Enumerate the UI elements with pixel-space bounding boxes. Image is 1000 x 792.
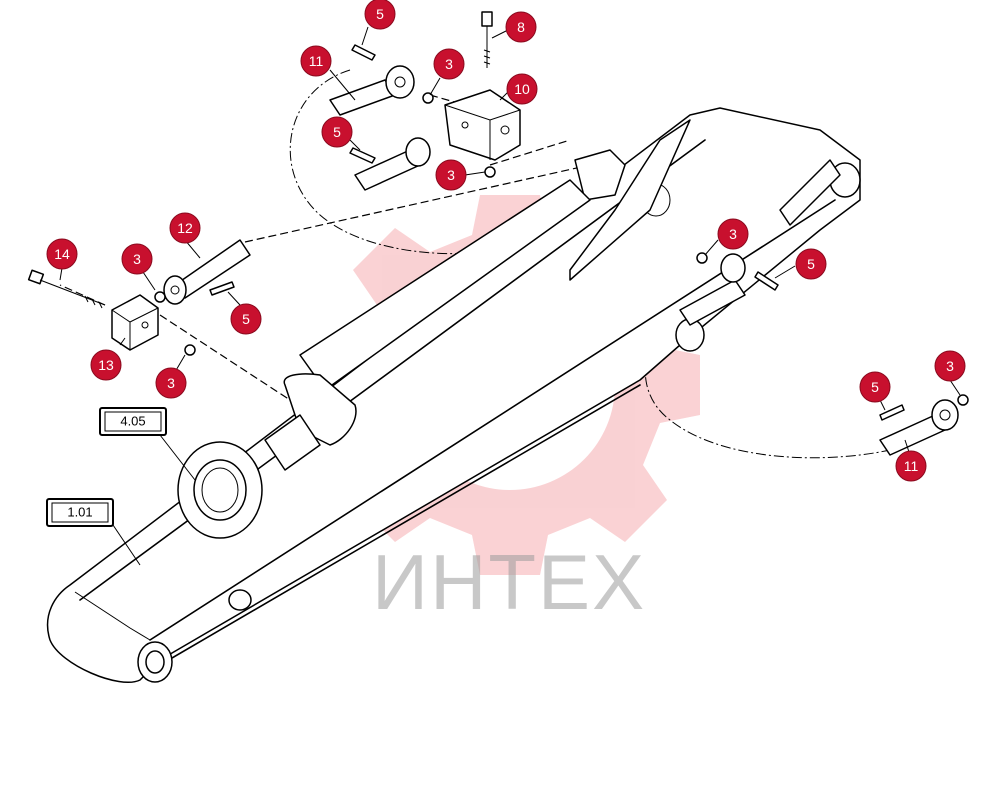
callout-badge[interactable]: 5: [364, 0, 396, 30]
callout-leaders: [59, 26, 961, 456]
orbit-line-right: [644, 304, 891, 459]
callout-label: 3: [133, 251, 141, 267]
callout-label: 8: [517, 19, 525, 35]
callout-badge[interactable]: 5: [795, 248, 827, 280]
hose-fitting-11-upper: [329, 65, 415, 116]
callout-badge[interactable]: 5: [321, 116, 353, 148]
seal-rings: [154, 92, 969, 406]
callout-badge[interactable]: 3: [934, 350, 966, 382]
assembly-line-4: [489, 139, 571, 166]
callout-label: 3: [946, 358, 954, 374]
callout-label: 11: [309, 53, 324, 69]
callout-badge[interactable]: 3: [121, 243, 153, 275]
callout-label: 3: [445, 56, 453, 72]
assembly-line-2: [159, 314, 291, 401]
callout-label: 5: [242, 311, 250, 327]
callout-label: 12: [177, 220, 193, 236]
callout-label: 13: [98, 357, 114, 373]
callout-badge[interactable]: 11: [895, 450, 927, 482]
boom-arm: [46, 107, 861, 683]
bolt-8: [481, 11, 493, 68]
bolt-14: [27, 269, 106, 309]
hose-fitting-right: [679, 253, 746, 326]
callout-badge[interactable]: 3: [433, 48, 465, 80]
callout-label: 14: [54, 246, 70, 262]
callout-label: 3: [167, 375, 175, 391]
callout-label: 10: [514, 81, 530, 97]
callout-badge[interactable]: 14: [46, 238, 78, 270]
assembly-line-1: [244, 164, 591, 243]
watermark-text: ИНТЕХ: [372, 538, 646, 626]
callout-badge[interactable]: 13: [90, 349, 122, 381]
hose-fitting-mid: [354, 137, 431, 191]
callout-badge[interactable]: 5: [230, 303, 262, 335]
callout-label: 3: [729, 226, 737, 242]
callout-label: 5: [333, 124, 341, 140]
callout-label: 5: [871, 379, 879, 395]
callout-badge[interactable]: 3: [435, 159, 467, 191]
callout-label: 5: [807, 256, 815, 272]
hose-fitting-11-lower: [879, 399, 959, 456]
reference-leader-1-01: [112, 524, 141, 566]
callout-badge[interactable]: 3: [155, 367, 187, 399]
small-bolts: [209, 44, 905, 421]
callout-badge[interactable]: 8: [505, 11, 537, 43]
valve-block-10: [444, 89, 521, 161]
reference-box-4-05[interactable]: 4.05: [99, 407, 167, 436]
orbit-line-upper: [289, 69, 501, 255]
callout-label: 3: [447, 167, 455, 183]
hydraulic-cylinder: [177, 179, 591, 539]
assembly-line-6: [59, 284, 106, 306]
callout-badge[interactable]: 10: [506, 73, 538, 105]
callout-badge[interactable]: 12: [169, 212, 201, 244]
callout-label: 11: [904, 458, 919, 474]
callout-label: 5: [376, 6, 384, 22]
reference-leader-4-05: [159, 434, 196, 481]
callout-badge[interactable]: 11: [300, 45, 332, 77]
callout-badge[interactable]: 3: [717, 218, 749, 250]
pipe-fitting-12: [163, 239, 251, 305]
callout-badge[interactable]: 5: [859, 371, 891, 403]
valve-block-13: [111, 294, 159, 351]
reference-box-1-01[interactable]: 1.01: [46, 498, 114, 527]
reference-label: 4.05: [120, 414, 145, 429]
reference-label: 1.01: [67, 505, 92, 520]
